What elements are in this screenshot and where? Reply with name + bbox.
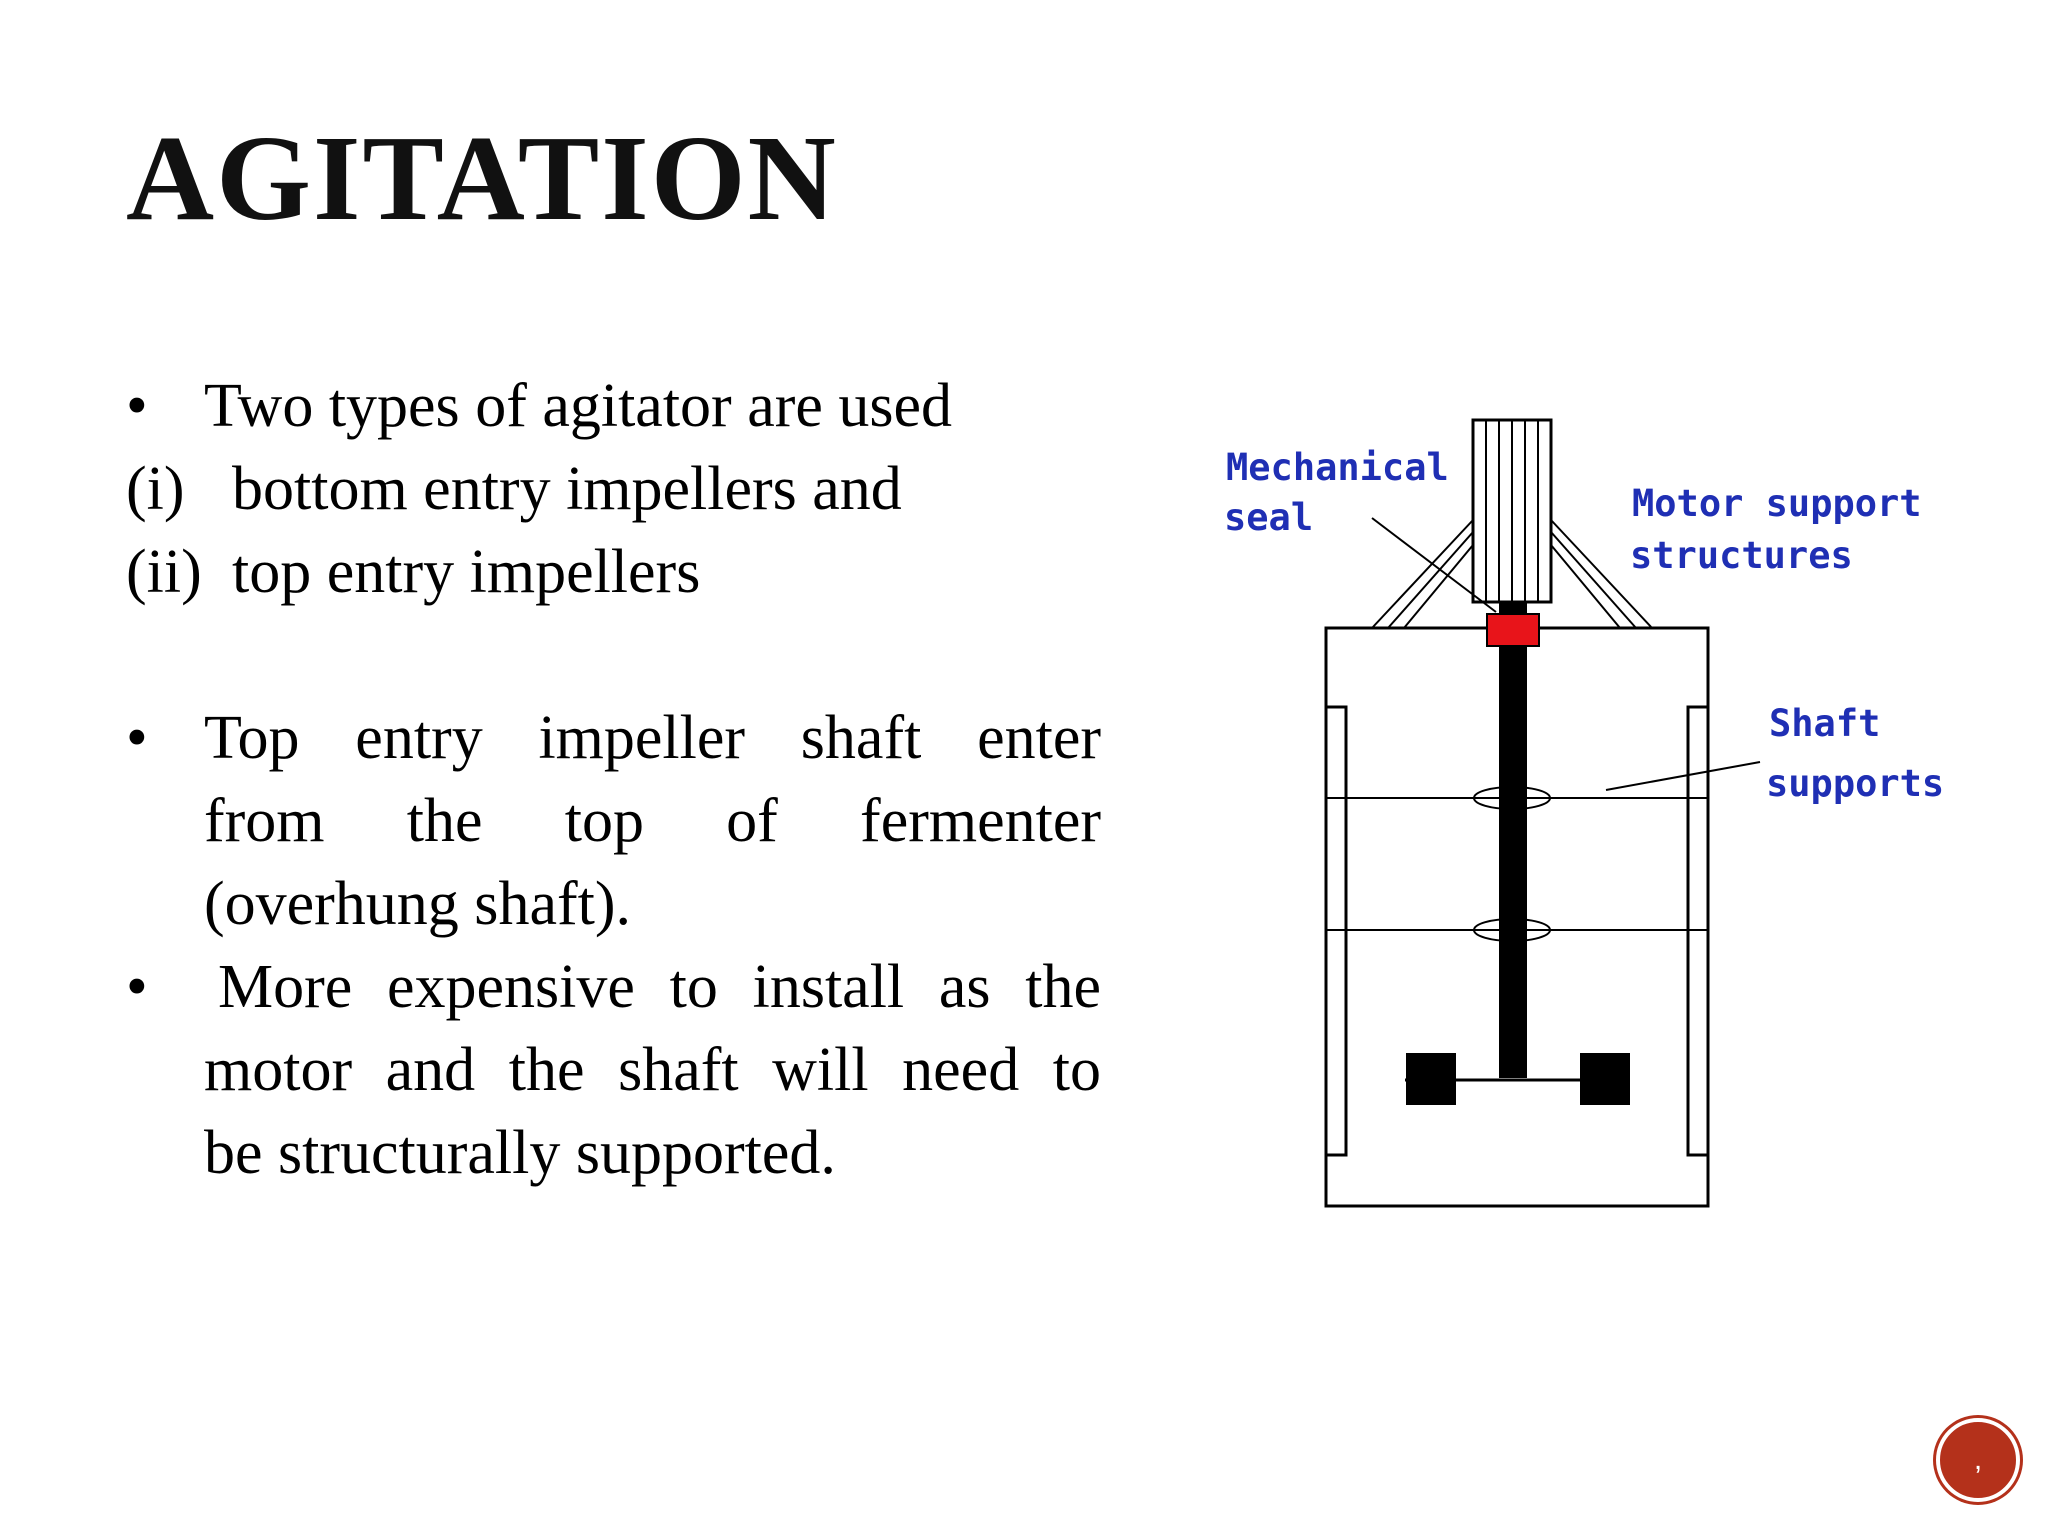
- slide-title: AGITATION: [126, 111, 838, 246]
- bullet-dot: •: [126, 953, 148, 1021]
- impeller: [1405, 1053, 1630, 1105]
- label-mechanical-seal-2: seal: [1224, 496, 1313, 539]
- bullet-dot: •: [126, 372, 148, 440]
- fermenter-diagram: Mechanical seal Motor support structures…: [1224, 418, 1944, 1208]
- page-number: ,: [1973, 1443, 1983, 1476]
- spacer: [126, 614, 1101, 697]
- bullet-top-entry-line-1: Top entry impeller shaft enter: [204, 704, 1101, 772]
- label-leaders: [1371, 517, 1761, 791]
- type-item-2: (ii) top entry impellers: [126, 531, 1101, 614]
- bullet-intro-text: Two types of agitator are used: [204, 372, 953, 440]
- type-number-2: (ii): [126, 538, 202, 606]
- bullet-top-entry-line-3: (overhung shaft).: [204, 870, 631, 938]
- bullet-expensive-line-2: motor and the shaft will need to: [204, 1036, 1101, 1104]
- bullet-top-entry-line-2: from the top of fermenter: [204, 787, 1101, 855]
- page-number-badge: ,: [1936, 1418, 2020, 1502]
- label-motor-support-1: Motor support: [1632, 482, 1922, 525]
- type-item-1: (i) bottom entry impellers and: [126, 448, 1101, 531]
- bullet-expensive: • More expensive to install as the motor…: [126, 946, 1101, 1195]
- type-number-1: (i): [126, 455, 185, 523]
- type-text-2: top entry impellers: [232, 538, 701, 606]
- bullet-expensive-line-3: be structurally supported.: [204, 1119, 836, 1187]
- label-motor-support-2: structures: [1630, 534, 1853, 577]
- slide-body: • Two types of agitator are used (i) bot…: [126, 365, 1101, 1195]
- bullet-expensive-line-1: More expensive to install as the: [218, 953, 1101, 1021]
- bullet-dot: •: [126, 704, 148, 772]
- bullet-intro: • Two types of agitator are used: [126, 365, 1101, 448]
- agitator-shaft: [1499, 602, 1527, 1078]
- label-shaft-supports-2: supports: [1766, 762, 1944, 805]
- type-text-1: bottom entry impellers and: [232, 455, 902, 523]
- label-mechanical-seal-1: Mechanical: [1226, 446, 1449, 489]
- bullet-top-entry: • Top entry impeller shaft enter from th…: [126, 697, 1101, 946]
- label-shaft-supports-1: Shaft: [1769, 702, 1880, 745]
- motor-support-structures: [1371, 519, 1653, 629]
- motor: [1471, 418, 1553, 604]
- mechanical-seal: [1486, 613, 1540, 647]
